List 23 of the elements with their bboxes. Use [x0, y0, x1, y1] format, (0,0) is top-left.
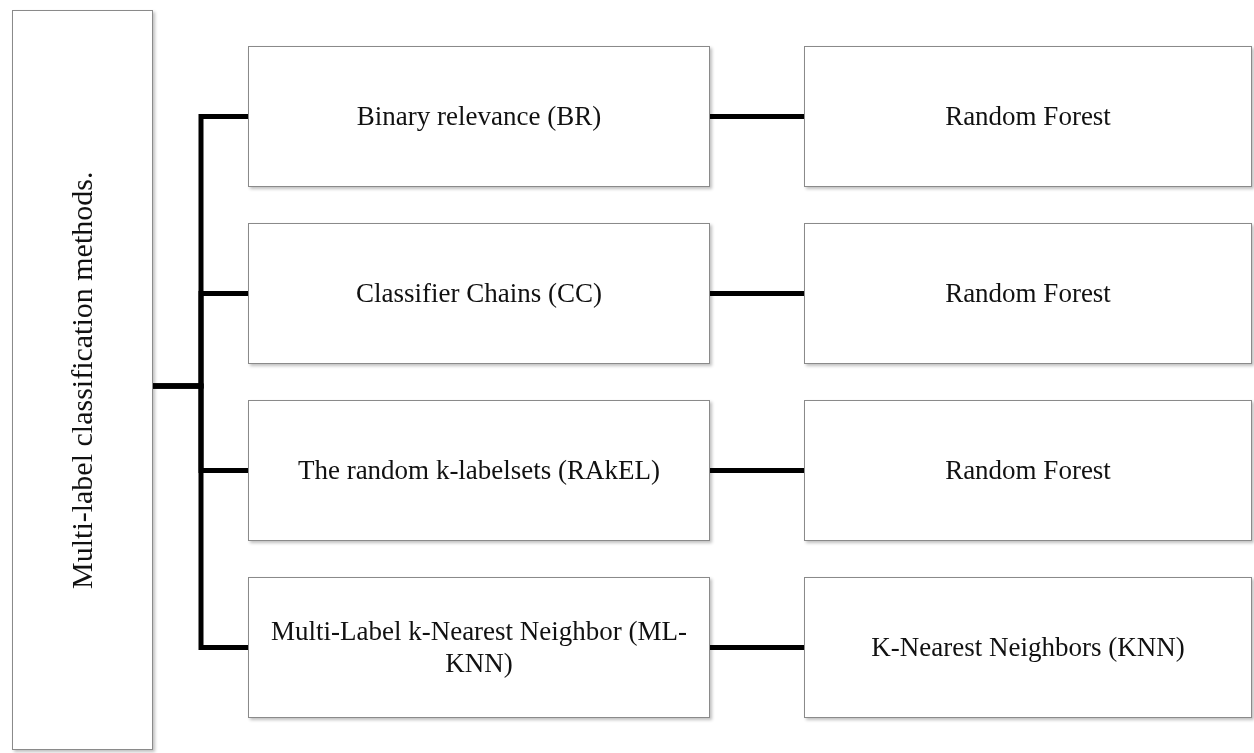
- method-box: [804, 400, 1252, 541]
- method-box: [248, 223, 710, 364]
- connector-line: [710, 468, 804, 473]
- box-label: K-Nearest Neighbors (KNN): [870, 631, 1186, 663]
- connector-line: [153, 383, 248, 650]
- box-label: Binary relevance (BR): [355, 100, 603, 132]
- box-label: Random Forest: [944, 454, 1112, 486]
- box-label: Classifier Chains (CC): [355, 277, 603, 309]
- box-label: Random Forest: [944, 100, 1112, 132]
- box-label: Multi-Label k-Nearest Neighbor (ML-KNN): [269, 616, 689, 679]
- connector-line: [710, 291, 804, 296]
- method-box: [248, 46, 710, 187]
- method-box: [248, 577, 710, 718]
- method-box: [804, 223, 1252, 364]
- box-label: The random k-labelsets (RAkEL): [296, 454, 662, 486]
- category-box: [12, 10, 153, 750]
- method-box: [804, 577, 1252, 718]
- box-label: Random Forest: [944, 277, 1112, 309]
- method-box: [804, 46, 1252, 187]
- connector-line: [710, 645, 804, 650]
- method-box: [248, 400, 710, 541]
- connector-line: [710, 114, 804, 119]
- vertical-heading: Multi-label classification methods.: [65, 171, 100, 589]
